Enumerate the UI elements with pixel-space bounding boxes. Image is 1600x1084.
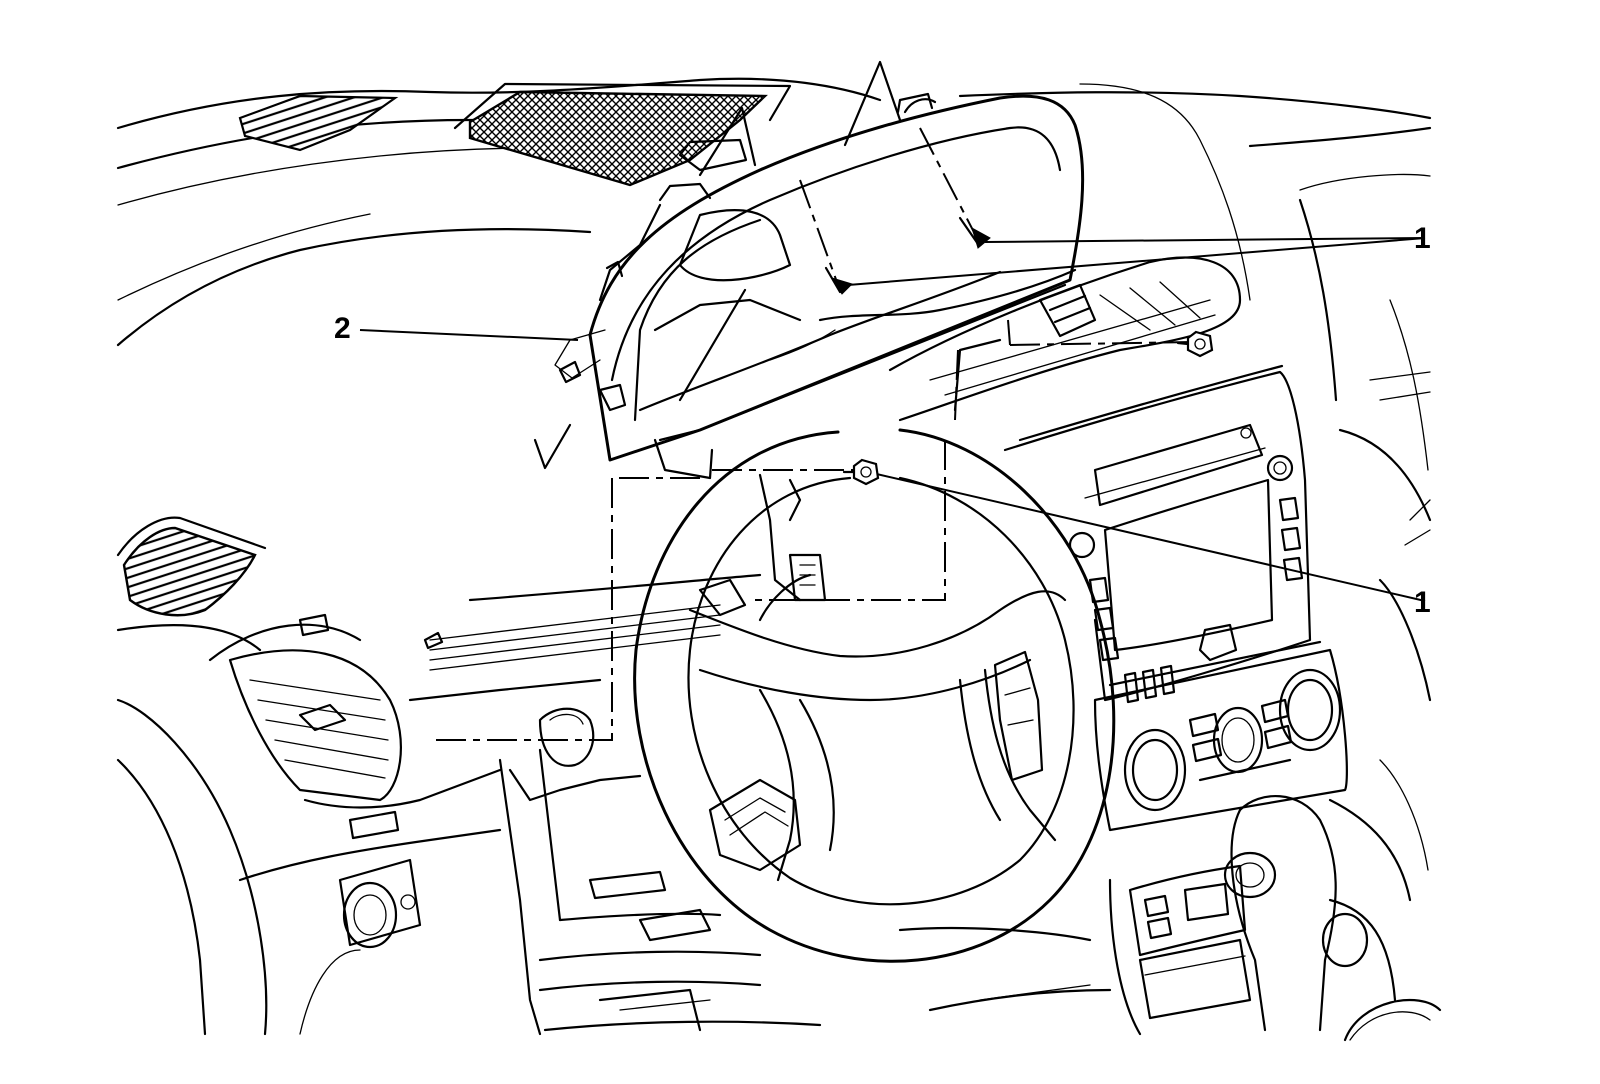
center-vent	[888, 256, 1242, 422]
instrument-cluster	[554, 92, 1097, 480]
fastener-leader-lines	[430, 127, 1196, 741]
screw-fastener	[824, 266, 853, 295]
steering-wheel	[633, 428, 1116, 963]
hex-nut-fastener	[842, 458, 880, 486]
fastener-screws	[558, 216, 1214, 486]
cluster-mount-pin	[558, 360, 582, 384]
left-air-vent	[208, 623, 402, 802]
hex-nut-fastener	[1176, 330, 1214, 358]
speaker-grille	[453, 82, 792, 187]
steering-column-area	[408, 473, 827, 702]
screw-fastener	[958, 216, 991, 249]
callout-1-upper: 1	[1414, 222, 1431, 255]
callout-1-lower: 1	[1414, 586, 1431, 619]
gear-shifter-console	[1108, 759, 1442, 1042]
callout-leaders	[359, 237, 1426, 602]
lower-dash-panel	[498, 707, 1112, 1036]
climate-control-panel	[1093, 640, 1348, 832]
callout-2-cluster: 2	[334, 312, 351, 345]
left-side-vent	[116, 516, 267, 617]
right-dash-trim	[1338, 428, 1432, 702]
left-dash-trim	[116, 613, 502, 1036]
defrost-vent-left	[238, 94, 399, 152]
upper-dash-panel	[116, 77, 1432, 471]
radio-head-unit	[1003, 364, 1312, 702]
cluster-locating-arrows	[533, 60, 1002, 470]
